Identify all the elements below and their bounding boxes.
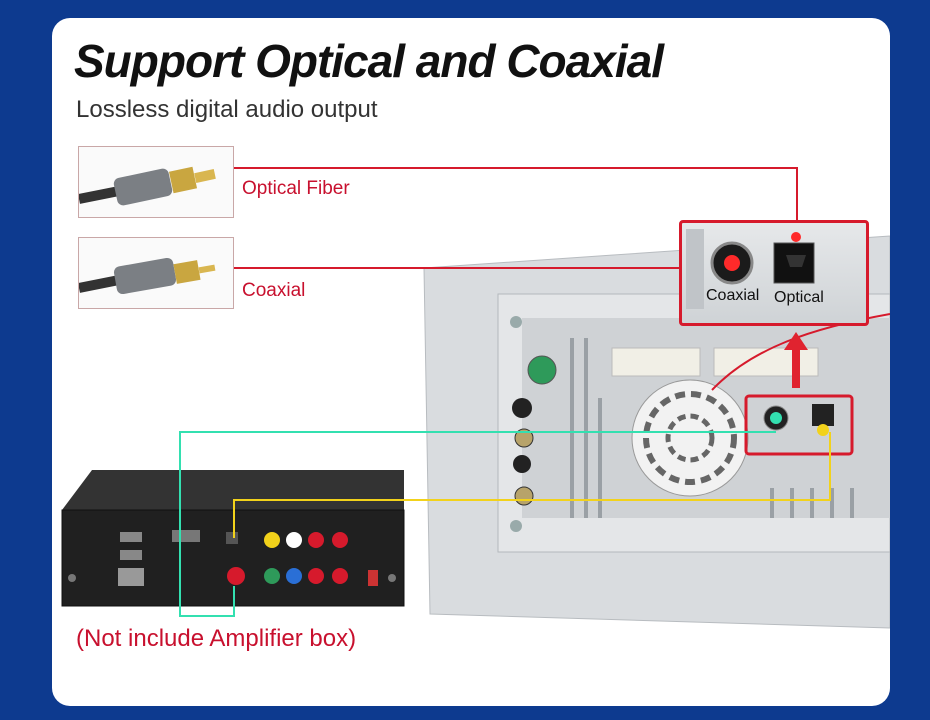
optical-cable-image (78, 146, 234, 218)
unit-port-highlight (744, 394, 854, 456)
content-card: Support Optical and Coaxial Lossless dig… (52, 18, 890, 706)
optical-plug-icon (79, 166, 216, 206)
coaxial-cable-image (78, 237, 234, 309)
optical-fiber-label: Optical Fiber (242, 178, 350, 199)
wiring-illustration (61, 167, 890, 629)
inset-coaxial-label: Coaxial (706, 287, 760, 304)
inset-optical-label: Optical (774, 289, 824, 306)
coaxial-plug-icon (79, 257, 216, 295)
up-arrow-icon (784, 332, 808, 388)
coaxial-label: Coaxial (242, 280, 306, 301)
port-inset: Coaxial Optical (679, 220, 869, 326)
port-inset-graphics (686, 229, 815, 309)
amplifier-note: (Not include Amplifier box) (76, 625, 357, 652)
page-subtitle: Lossless digital audio output (76, 96, 378, 123)
page-title: Support Optical and Coaxial (74, 35, 664, 87)
